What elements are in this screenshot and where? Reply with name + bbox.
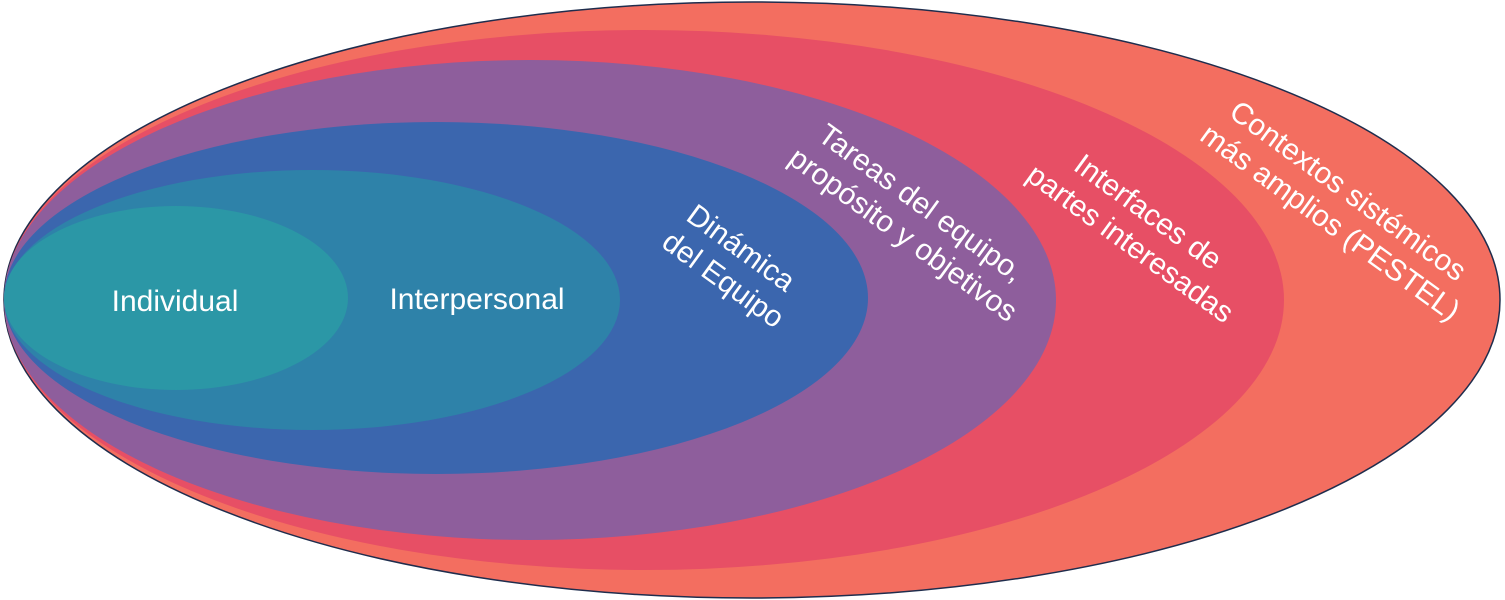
label-individual: Individual — [112, 285, 239, 318]
layer-individual-ellipse — [4, 206, 348, 390]
label-interpersonal: Interpersonal — [389, 283, 564, 316]
